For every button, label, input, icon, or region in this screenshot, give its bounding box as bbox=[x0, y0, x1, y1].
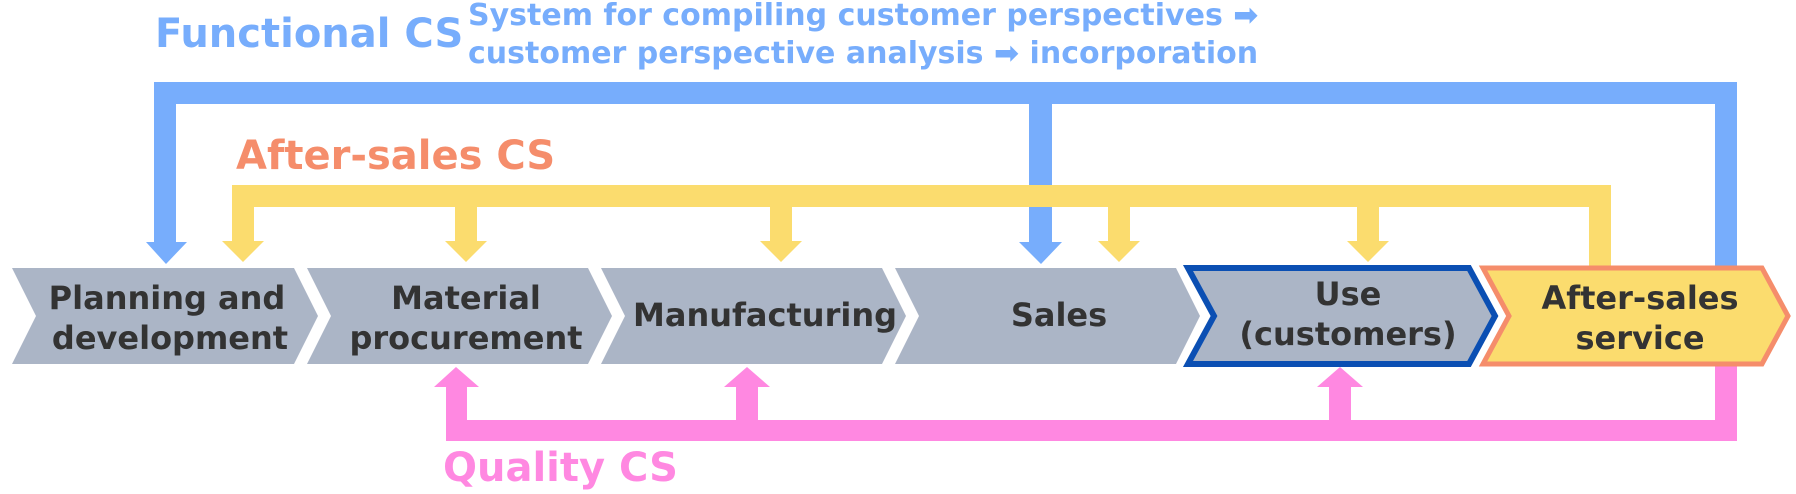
functional-cs-description-line1: System for compiling customer perspectiv… bbox=[468, 0, 1258, 33]
after-sales-drop-5 bbox=[1357, 185, 1379, 241]
after-sales-top-bar bbox=[232, 185, 1611, 207]
after-sales-arrowhead-manufacturing bbox=[760, 241, 802, 262]
functional-mid-drop bbox=[1029, 82, 1052, 242]
quality-arrowhead-manufacturing bbox=[724, 367, 770, 387]
quality-cs-title: Quality CS bbox=[443, 445, 678, 491]
step-use-label-line2: (customers) bbox=[1239, 315, 1456, 353]
quality-right-drop bbox=[1715, 362, 1737, 441]
step-manufacturing bbox=[601, 268, 906, 364]
functional-cs-title: Functional CS bbox=[155, 11, 463, 57]
step-procurement-label-line2: procurement bbox=[349, 319, 582, 357]
after-sales-drop-1 bbox=[232, 185, 254, 241]
step-manufacturing-label: Manufacturing bbox=[633, 296, 897, 334]
after-sales-right-riser bbox=[1589, 185, 1611, 270]
step-after-sales-service bbox=[1478, 265, 1791, 367]
after-sales-drop-3 bbox=[770, 185, 792, 241]
quality-bottom-bar bbox=[446, 420, 1737, 441]
functional-arrowhead-sales bbox=[1019, 242, 1062, 264]
step-sales-label: Sales bbox=[1011, 296, 1107, 334]
after-sales-arrowhead-use bbox=[1347, 241, 1389, 262]
step-procurement-label-line1: Material bbox=[391, 279, 541, 317]
after-sales-cs-loop bbox=[222, 185, 1611, 270]
quality-rise-manufacturing bbox=[736, 385, 758, 441]
functional-cs-description-line2: customer perspective analysis ➡ incorpor… bbox=[468, 36, 1258, 71]
after-sales-arrowhead-procurement bbox=[445, 241, 487, 262]
functional-left-drop bbox=[154, 82, 176, 242]
step-use-customers bbox=[1182, 265, 1499, 367]
functional-top-bar bbox=[154, 82, 1737, 104]
step-sales bbox=[895, 268, 1200, 364]
functional-arrowhead-planning bbox=[146, 242, 187, 264]
step-after-sales-label-line1: After-sales bbox=[1541, 279, 1738, 317]
quality-arrowhead-procurement bbox=[434, 367, 479, 387]
after-sales-arrowhead-planning bbox=[222, 241, 264, 262]
after-sales-drop-4 bbox=[1108, 185, 1130, 241]
quality-rise-use bbox=[1329, 385, 1351, 441]
quality-rise-procurement bbox=[446, 385, 467, 441]
after-sales-drop-2 bbox=[455, 185, 477, 241]
step-planning-label-line2: development bbox=[52, 319, 288, 357]
after-sales-arrowhead-sales bbox=[1098, 241, 1140, 262]
step-material-procurement bbox=[307, 268, 612, 364]
functional-right-riser bbox=[1715, 82, 1737, 267]
step-planning-label-line1: Planning and bbox=[49, 279, 286, 317]
step-use-label-line1: Use bbox=[1315, 275, 1382, 313]
quality-cs-loop bbox=[434, 362, 1737, 441]
step-planning-and-development bbox=[12, 268, 318, 364]
process-steps: Planning and development Material procur… bbox=[12, 265, 1791, 367]
after-sales-cs-title: After-sales CS bbox=[236, 133, 555, 179]
step-after-sales-label-line2: service bbox=[1575, 319, 1704, 357]
quality-arrowhead-use bbox=[1317, 367, 1363, 387]
